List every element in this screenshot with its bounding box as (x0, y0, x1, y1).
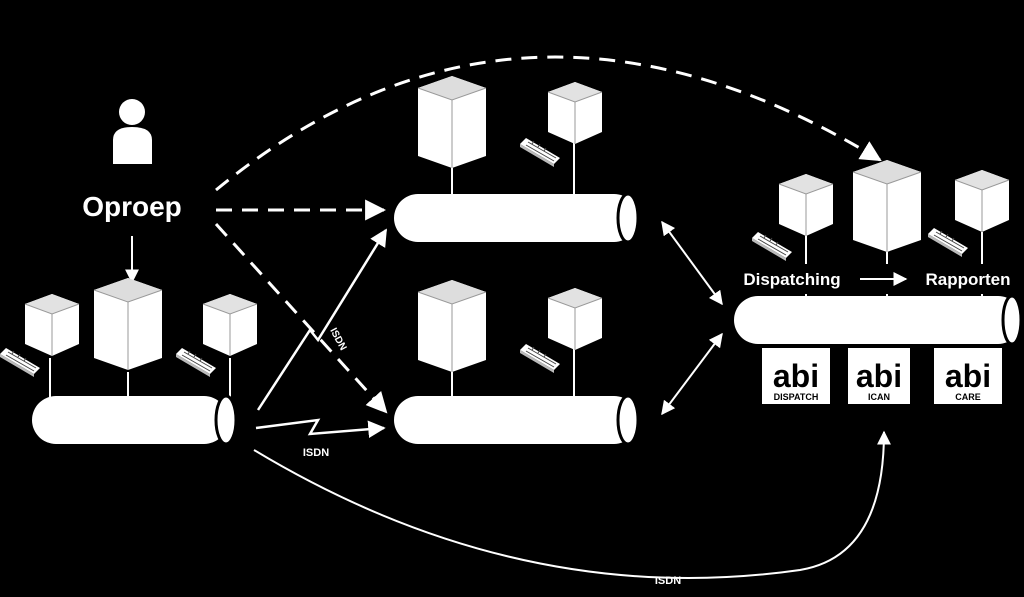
isdn-lightning-link (256, 228, 388, 411)
abi-logo-care: abi CARE (934, 348, 1002, 404)
network-bus-pipe (734, 294, 1023, 346)
caller-label: Oproep (82, 191, 182, 222)
svg-text:CARE: CARE (955, 392, 981, 402)
right-station (734, 159, 1023, 346)
abi-logo-ican: abi ICAN (848, 348, 910, 404)
keyboard-icon (0, 347, 41, 378)
network-bus-pipe (394, 192, 640, 244)
dispatching-label: Dispatching (743, 270, 840, 289)
isdn-curve-link (253, 430, 891, 579)
server-tower-icon (417, 75, 487, 169)
dashed-link-caller-to-middle-bottom (214, 222, 388, 414)
dashed-link-caller-to-right (215, 55, 882, 192)
reports-label: Rapporten (926, 270, 1011, 289)
isdn-label: ISDN (655, 575, 681, 587)
svg-text:abi: abi (773, 358, 819, 394)
server-tower-icon (93, 277, 163, 371)
bidirectional-link-top (661, 220, 723, 306)
middle-bottom-station (394, 279, 640, 446)
server-tower-icon (417, 279, 487, 373)
person-icon (113, 99, 152, 164)
svg-text:abi: abi (945, 358, 991, 394)
svg-text:DISPATCH: DISPATCH (774, 392, 819, 402)
isdn-label: ISDN (303, 447, 329, 459)
svg-text:ICAN: ICAN (868, 392, 890, 402)
keyboard-icon (175, 347, 217, 378)
network-bus-pipe (32, 394, 238, 446)
middle-top-station (394, 75, 640, 244)
keyboard-icon (519, 343, 561, 374)
workstation-monitor-icon (954, 169, 1010, 233)
workstation-monitor-icon (24, 293, 80, 357)
keyboard-icon (927, 227, 969, 258)
workstation-monitor-icon (778, 173, 834, 237)
workstation-monitor-icon (547, 287, 603, 351)
svg-text:abi: abi (856, 358, 902, 394)
network-bus-pipe (394, 394, 640, 446)
abi-logo-dispatch: abi DISPATCH (762, 348, 830, 404)
keyboard-icon (519, 137, 561, 168)
isdn-lightning-link (255, 418, 386, 438)
keyboard-icon (751, 231, 793, 262)
workstation-monitor-icon (202, 293, 258, 357)
server-tower-icon (852, 159, 922, 253)
left-station (0, 277, 258, 446)
bidirectional-link-bottom (661, 332, 723, 416)
workstation-monitor-icon (547, 81, 603, 145)
